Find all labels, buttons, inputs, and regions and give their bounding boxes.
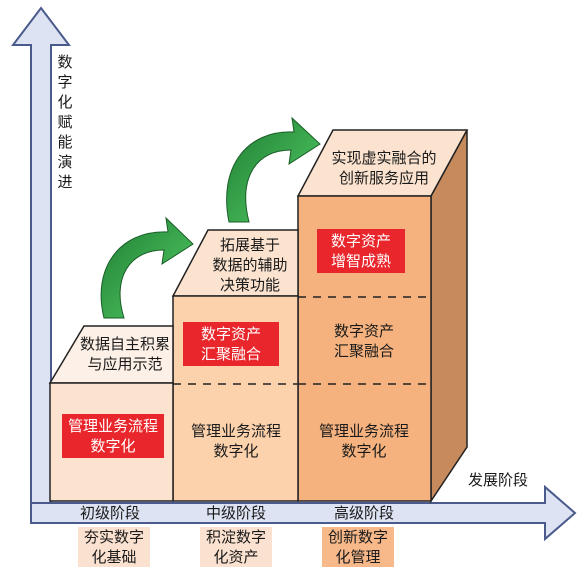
stage-mid-highlight-box: 数字资产 汇聚融合: [183, 322, 279, 366]
stage-mid-process-text: 管理业务流程 数字化: [190, 422, 281, 460]
subtitle-box-high: 创新数字 化管理: [322, 527, 394, 567]
stage-high-asset-text: 数字资产 汇聚融合: [333, 322, 394, 360]
stage-name-low: 初级阶段: [79, 504, 140, 522]
stage-high-process-text: 管理业务流程 数字化: [318, 422, 409, 460]
stage-low-highlight-box: 管理业务流程 数字化: [62, 414, 164, 458]
green-arrow-2: [226, 116, 321, 223]
stage-high-highlight-box: 数字资产 增智成熟: [317, 229, 405, 273]
x-axis-arrow: [30, 484, 577, 542]
subtitle-box-mid: 积淀数字 化资产: [200, 527, 272, 567]
stage-name-mid: 中级阶段: [205, 504, 266, 522]
subtitle-box-low: 夯实数字 化基础: [78, 527, 150, 567]
stage-high-top-text: 实现虚实融合的 创新服务应用: [331, 149, 437, 187]
stage-mid-top-text: 拓展基于 数据的辅助 决策功能: [212, 236, 288, 294]
green-arrow-1: [100, 216, 194, 319]
y-axis-label: 数 字 化 赋 能 演 进: [57, 53, 73, 191]
x-axis-label: 发展阶段: [467, 471, 528, 489]
stage-low-top-text: 数据自主积累 与应用示范: [79, 335, 170, 373]
stage-name-high: 高级阶段: [333, 504, 394, 522]
